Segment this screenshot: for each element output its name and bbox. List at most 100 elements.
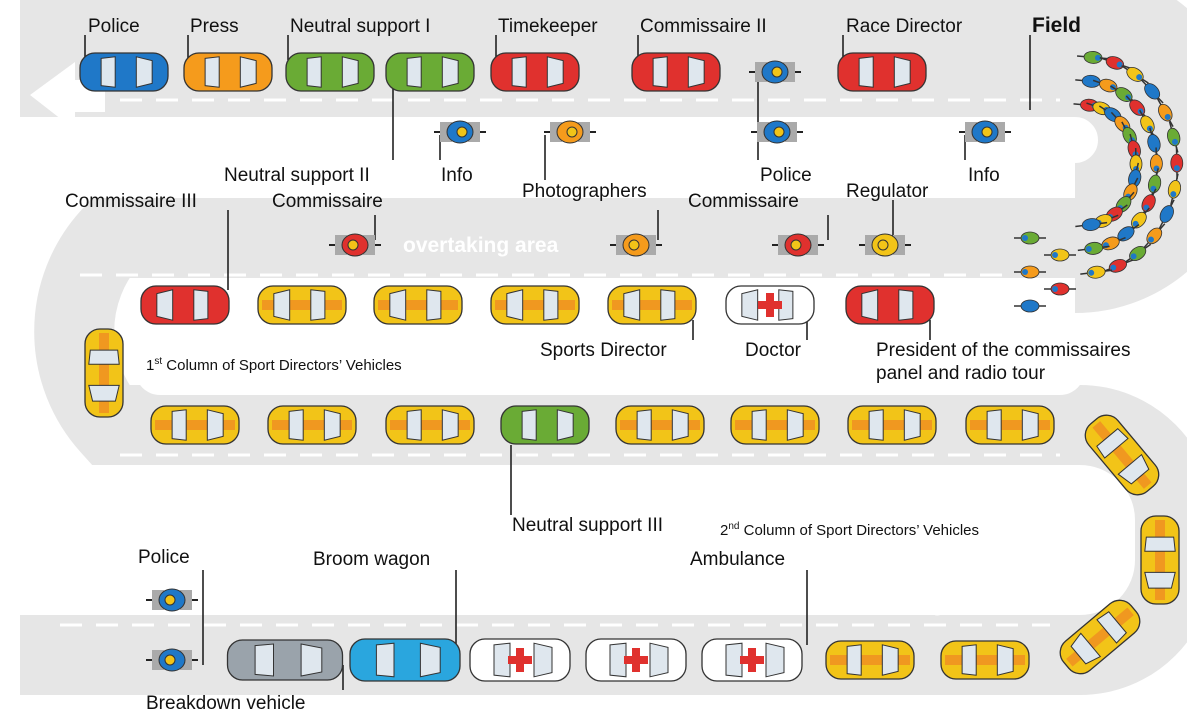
sport-director-car	[385, 405, 475, 445]
doctor-car	[725, 285, 815, 325]
sport-director-car	[373, 285, 463, 325]
press-car	[183, 52, 273, 92]
label-timekeeper: Timekeeper	[498, 16, 598, 37]
neutral-support-3-car	[500, 405, 590, 445]
sport-director-car	[825, 640, 915, 680]
label-neutral-support-3: Neutral support III	[512, 515, 664, 536]
commissaire-motorbike	[329, 233, 381, 257]
label-column-1: 1st Column of Sport Directors’ Vehicles	[146, 356, 402, 374]
cyclist	[1077, 241, 1110, 255]
sports-director-car	[607, 285, 697, 325]
label-press: Press	[190, 16, 239, 37]
label-police: Police	[760, 165, 812, 186]
breakdown-vehicle	[226, 639, 344, 681]
overtaking-area-1: overtaking area	[403, 234, 559, 257]
regulator-motorbike	[859, 233, 911, 257]
commissaire-2-car	[631, 52, 721, 92]
label-police-commissaire: Commissaire	[688, 191, 799, 212]
cyclist	[1014, 299, 1046, 313]
sport-director-car	[1084, 414, 1160, 496]
cyclist	[1075, 218, 1108, 232]
label-police-bottom: Police	[138, 547, 190, 568]
label-info-2: Info	[968, 165, 1000, 186]
sport-director-car	[257, 285, 347, 325]
sport-director-car	[847, 405, 937, 445]
label-photographers: Photographers	[522, 181, 647, 202]
police-motorbike-3	[146, 588, 198, 612]
cyclist	[1102, 258, 1134, 273]
info-motorbike-1	[434, 120, 486, 144]
cyclist	[1143, 223, 1166, 249]
photographer-motorbike-2	[610, 233, 662, 257]
cyclist	[1156, 98, 1174, 127]
police-motorbike-2	[751, 120, 803, 144]
cyclist	[1167, 173, 1182, 206]
cyclist	[1075, 74, 1108, 88]
sport-director-car	[1059, 599, 1141, 675]
label-police-top: Police	[88, 16, 140, 37]
police-motorbike-1	[749, 60, 801, 84]
cyclist	[1167, 121, 1181, 153]
label-broom-wagon: Broom wagon	[313, 549, 431, 570]
sport-director-car	[150, 405, 240, 445]
broom-wagon	[349, 638, 461, 682]
president-car	[845, 285, 935, 325]
sport-director-car	[615, 405, 705, 445]
label-commissaire-3: Commissaire III	[65, 191, 197, 212]
ambulance	[469, 638, 571, 682]
direction-arrow-icon	[30, 62, 75, 130]
label-commissaire-2: Commissaire II	[640, 16, 767, 37]
overtaking-area-3: overtaking area	[838, 593, 994, 616]
cyclist	[1139, 109, 1156, 139]
cyclist	[1124, 243, 1152, 264]
sport-director-car	[965, 405, 1055, 445]
police-car	[79, 52, 169, 92]
label-column-2: 2nd Column of Sport Directors’ Vehicles	[720, 521, 980, 539]
label-sports-director: Sports Director	[540, 340, 667, 361]
neutral-support-2-car	[385, 52, 475, 92]
cyclist	[1147, 168, 1162, 200]
cyclist	[1140, 188, 1157, 218]
cyclist	[1121, 65, 1149, 84]
cyclist	[1170, 147, 1184, 180]
label-breakdown-vehicle: Breakdown vehicle	[146, 693, 306, 714]
cyclist	[1014, 265, 1046, 279]
cyclist	[1099, 56, 1131, 70]
cyclist	[1080, 265, 1113, 279]
sport-director-car	[267, 405, 357, 445]
info-motorbike-2	[959, 120, 1011, 144]
label-neutral-support-2: Neutral support II	[224, 165, 370, 186]
label-doctor: Doctor	[745, 340, 801, 361]
sport-director-car	[84, 328, 124, 418]
cyclist	[1014, 231, 1046, 245]
cyclist	[1044, 248, 1076, 262]
photographer-motorbike	[544, 120, 596, 144]
label-neutral-support-1: Neutral support I	[290, 16, 431, 37]
race-director-car	[837, 52, 927, 92]
overtaking-area-2: overtaking area	[232, 474, 388, 497]
cyclist	[1140, 79, 1164, 104]
label-ambulance: Ambulance	[690, 549, 786, 570]
timekeeper-car	[490, 52, 580, 92]
neutral-support-1-car	[285, 52, 375, 92]
ambulance	[585, 638, 687, 682]
label-commissaire: Commissaire	[272, 191, 383, 212]
label-field: Field	[1032, 14, 1082, 37]
label-race-director: Race Director	[846, 16, 963, 37]
cyclist	[1076, 50, 1110, 64]
sport-director-car	[490, 285, 580, 325]
cyclist	[1158, 199, 1175, 229]
police-commissaire-motorbike	[772, 233, 824, 257]
sport-director-car	[730, 405, 820, 445]
sport-director-car	[1140, 515, 1180, 605]
ambulance	[701, 638, 803, 682]
cyclist	[1044, 282, 1076, 296]
label-regulator: Regulator	[846, 181, 929, 202]
label-president-line2: panel and radio tour	[876, 363, 1046, 384]
police-motorbike-4	[146, 648, 198, 672]
commissaire-3-car	[140, 285, 230, 325]
label-president-line1: President of the commissaires	[876, 340, 1131, 361]
label-info-1: Info	[441, 165, 473, 186]
